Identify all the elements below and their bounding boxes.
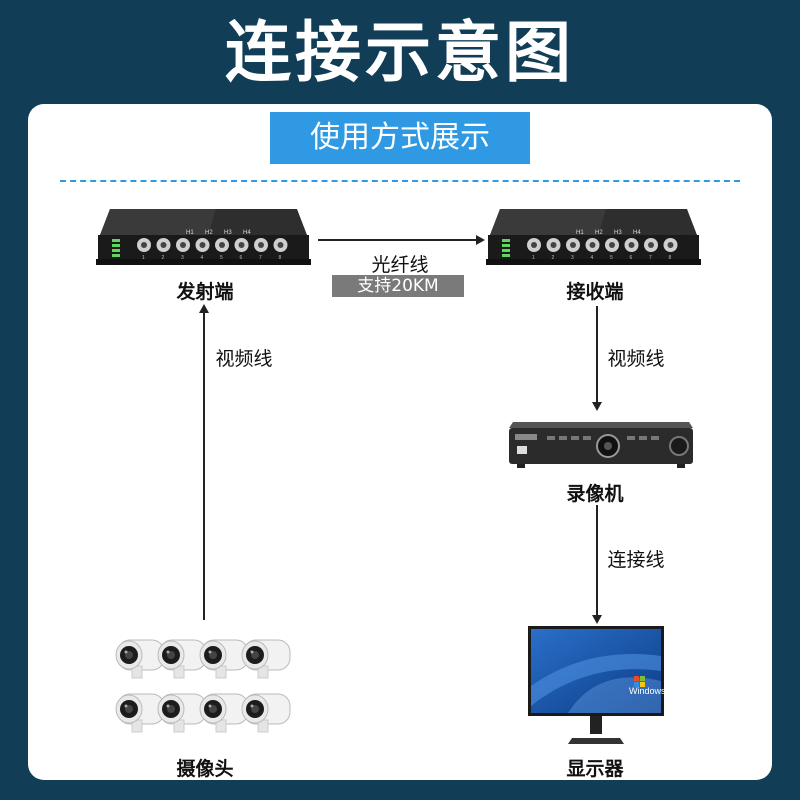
bullet-camera-icon [199, 639, 249, 679]
port-number: 3 [181, 255, 184, 261]
camera-group [115, 639, 291, 733]
bullet-camera-icon [115, 639, 165, 679]
bnc-port-core-icon [199, 242, 206, 248]
status-led-icon [502, 239, 510, 242]
camera-label: 摄像头 [176, 758, 234, 780]
port-number: 4 [591, 255, 594, 261]
receiver-label: 接收端 [566, 281, 624, 303]
status-led-icon [112, 239, 120, 242]
port-number: 3 [571, 255, 574, 261]
dashed-divider [60, 180, 740, 182]
port-group-label: H2 [595, 230, 603, 236]
bullet-camera-icon [241, 639, 291, 679]
port-number: 6 [240, 255, 243, 261]
receiver-video-arrow-icon [592, 402, 602, 411]
bnc-port-core-icon [141, 242, 147, 248]
camera-video-line [203, 312, 205, 620]
monitor-label: 显示器 [566, 758, 624, 780]
connect-label: 连接线 [607, 549, 665, 571]
port-number: 5 [220, 255, 223, 261]
port-group-label: H1 [576, 230, 584, 236]
bnc-port-core-icon [628, 242, 635, 248]
port-number: 2 [552, 255, 555, 261]
port-number: 8 [669, 255, 672, 261]
bnc-port-core-icon [258, 242, 264, 248]
port-number: 7 [649, 255, 652, 261]
connect-arrow-icon [592, 615, 602, 624]
port-group-label: H4 [633, 230, 641, 236]
recorder-device [509, 422, 693, 468]
bullet-camera-icon [199, 693, 249, 733]
recorder-label: 录像机 [566, 483, 624, 505]
port-group-label: H4 [243, 230, 251, 236]
bnc-port-core-icon [667, 242, 674, 248]
fiber-label: 光纤线 [371, 254, 429, 276]
fiber-range-badge: 支持20KM [332, 275, 464, 297]
bnc-port-core-icon [570, 242, 576, 248]
bullet-camera-icon [115, 693, 165, 733]
bnc-port-core-icon [238, 242, 245, 248]
connect-line [596, 505, 598, 616]
port-group-label: H1 [186, 230, 194, 236]
camera-video-arrow-icon [199, 304, 209, 313]
port-group-label: H2 [205, 230, 213, 236]
bnc-port-core-icon [180, 242, 186, 248]
port-number: 4 [201, 255, 204, 261]
status-led-icon [502, 249, 510, 252]
status-led-icon [112, 244, 120, 247]
section-subtitle: 使用方式展示 [270, 112, 530, 164]
receiver-video-line [596, 306, 598, 402]
bullet-camera-icon [157, 693, 207, 733]
port-group-label: H3 [614, 230, 622, 236]
fiber-arrow-icon [476, 235, 485, 245]
port-number: 7 [259, 255, 262, 261]
port-number: 1 [142, 255, 145, 261]
port-number: 8 [279, 255, 282, 261]
page-title: 连接示意图 [225, 14, 575, 91]
bnc-port-core-icon [160, 242, 167, 248]
bullet-camera-icon [157, 639, 207, 679]
windows-logo-icon [634, 676, 645, 687]
bullet-camera-icon [241, 693, 291, 733]
status-led-icon [112, 254, 120, 257]
monitor-device: Windows [528, 626, 664, 744]
transmitter-device: H1 H2 H3 H4 1 2 3 4 5 6 7 8 [96, 209, 311, 265]
status-led-icon [112, 249, 120, 252]
status-led-icon [502, 244, 510, 247]
port-number: 5 [610, 255, 613, 261]
bnc-port-core-icon [531, 242, 537, 248]
windows-text: Windows [629, 686, 664, 696]
port-group-label: H3 [224, 230, 232, 236]
status-led-icon [502, 254, 510, 257]
bnc-port-core-icon [277, 242, 284, 248]
port-number: 2 [162, 255, 165, 261]
receiver-device: H1 H2 H3 H4 1 2 3 4 5 6 7 8 [486, 209, 701, 265]
fiber-line [318, 239, 478, 241]
bnc-port-core-icon [609, 242, 615, 248]
port-number: 1 [532, 255, 535, 261]
transmitter-label: 发射端 [176, 281, 234, 303]
bnc-port-core-icon [550, 242, 557, 248]
bnc-port-core-icon [219, 242, 225, 248]
receiver-video-label: 视频线 [607, 348, 665, 370]
camera-video-label: 视频线 [215, 348, 273, 370]
port-number: 6 [630, 255, 633, 261]
bnc-port-core-icon [648, 242, 654, 248]
bnc-port-core-icon [589, 242, 596, 248]
